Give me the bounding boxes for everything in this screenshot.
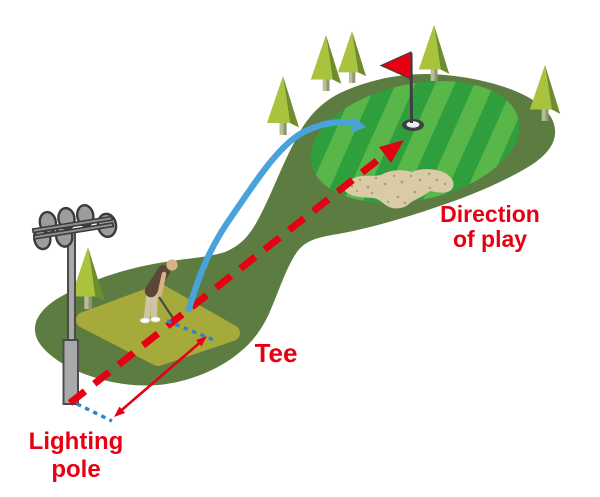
pole-mast-lower xyxy=(62,339,79,405)
trajectory-arrowhead xyxy=(351,116,366,133)
lighting-pole-label: Lighting pole xyxy=(10,428,142,484)
lighting-pole-label-line2: pole xyxy=(51,456,101,483)
distance-arrowhead xyxy=(114,406,126,417)
tree-icon xyxy=(418,24,450,81)
bunker-speckles xyxy=(350,172,447,205)
direction-of-play-label: Direction of play xyxy=(420,202,560,252)
golfer-head xyxy=(166,259,178,271)
golfer-arm xyxy=(156,271,167,300)
tee-label-text: Tee xyxy=(254,338,298,368)
tee-label: Tee xyxy=(240,340,312,366)
lighting-pole-icon xyxy=(31,203,118,405)
direction-arrow-icon xyxy=(67,140,404,406)
direction-arrowhead xyxy=(379,140,404,163)
flag-pennant xyxy=(379,51,412,80)
golfer-shoe xyxy=(150,316,161,323)
lighting-pole-label-line1: Lighting xyxy=(28,428,124,455)
distance-arrow-icon xyxy=(114,336,207,417)
golfer-icon xyxy=(139,259,179,324)
trajectory-curve xyxy=(185,119,355,313)
flag-icon xyxy=(379,51,424,131)
offset-dotted-icon xyxy=(76,402,113,423)
direction-of-play-label-line2: of play xyxy=(452,226,528,252)
direction-arrow-dashes xyxy=(67,153,386,406)
golf-club xyxy=(158,296,175,321)
pole-mast-upper xyxy=(67,229,76,345)
direction-of-play-label-line1: Direction xyxy=(440,201,540,227)
hole-cup xyxy=(406,121,420,128)
tee-box xyxy=(76,284,240,366)
tree-icon xyxy=(337,30,367,83)
tree-icon xyxy=(310,34,342,91)
bunker-icon xyxy=(344,169,454,209)
tree-icon xyxy=(267,76,299,135)
golfer-shoe xyxy=(139,317,151,324)
distance-arrowhead xyxy=(195,336,207,347)
distance-arrow-shaft xyxy=(119,341,201,413)
floodlight-icon xyxy=(31,203,118,251)
trajectory-arrow-icon xyxy=(185,116,366,313)
